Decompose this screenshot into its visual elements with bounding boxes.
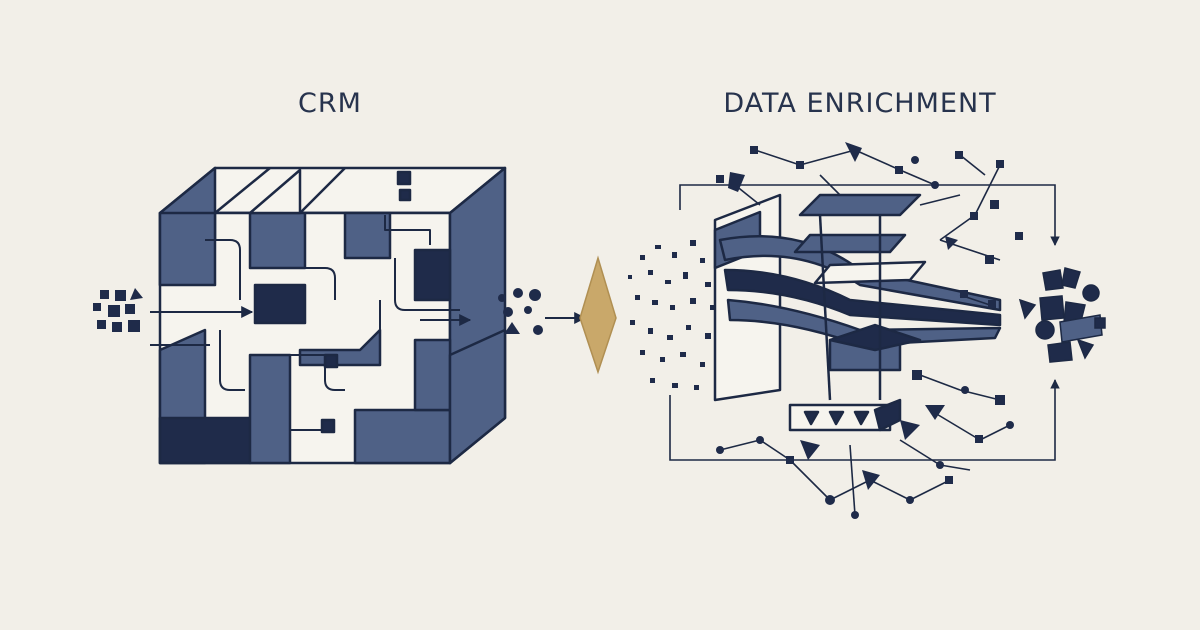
enriched-output-cluster [1018,267,1106,363]
crm-inflow-arrows [150,306,587,346]
gold-diamond-icon [579,255,617,375]
crm-title: CRM [298,88,362,119]
crm-maze-cube [158,166,507,465]
enrichment-core-structure [713,193,1002,432]
crm-output-cluster [498,288,543,335]
input-data-cluster [93,288,143,332]
enrichment-network-nodes [716,142,1023,519]
data-enrichment-title: DATA ENRICHMENT [723,88,997,119]
